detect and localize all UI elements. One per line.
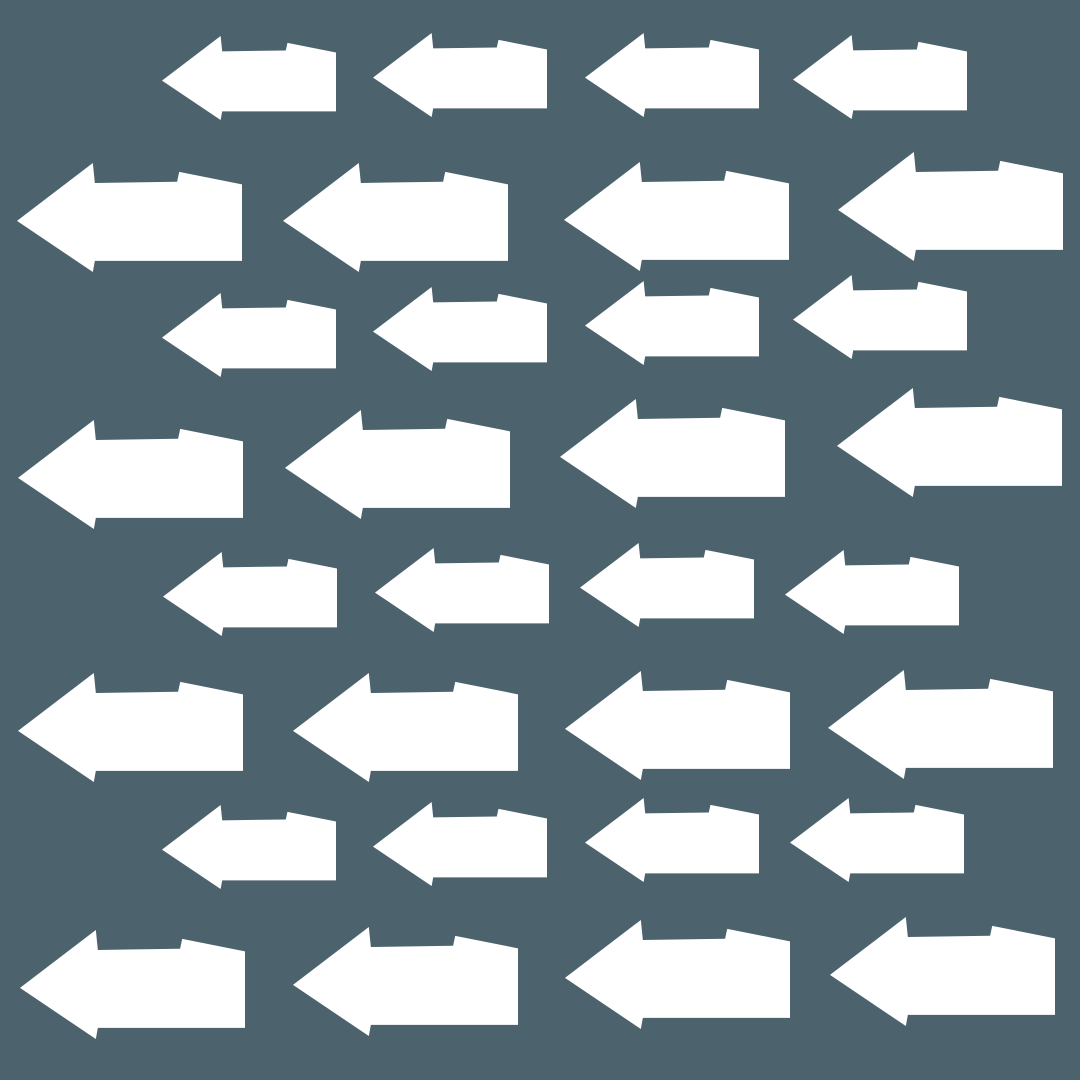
left-arrow-icon	[560, 399, 785, 508]
left-arrow-icon	[17, 163, 242, 272]
left-arrow-icon	[162, 805, 336, 889]
left-arrow-icon	[837, 388, 1062, 497]
left-arrow-icon	[163, 552, 337, 636]
left-arrow-icon	[785, 550, 959, 634]
left-arrow-icon	[373, 287, 547, 371]
left-arrow-icon	[828, 670, 1053, 779]
left-arrow-icon	[18, 420, 243, 529]
left-arrow-icon	[375, 548, 549, 632]
left-arrow-icon	[790, 798, 964, 882]
left-arrow-icon	[162, 293, 336, 377]
left-arrow-icon	[293, 673, 518, 782]
left-arrow-icon	[838, 152, 1063, 261]
left-arrow-icon	[793, 275, 967, 359]
left-arrow-icon	[565, 920, 790, 1029]
left-arrow-icon	[283, 163, 508, 272]
left-arrow-icon	[373, 802, 547, 886]
left-arrow-icon	[793, 35, 967, 119]
left-arrow-icon	[580, 543, 754, 627]
left-arrow-icon	[162, 36, 336, 120]
left-arrow-icon	[585, 798, 759, 882]
left-arrow-icon	[18, 673, 243, 782]
left-arrow-icon	[585, 33, 759, 117]
left-arrow-icon	[585, 281, 759, 365]
left-arrow-icon	[293, 927, 518, 1036]
left-arrow-icon	[20, 930, 245, 1039]
left-arrow-icon	[565, 671, 790, 780]
left-arrow-icon	[830, 917, 1055, 1026]
left-arrow-icon	[564, 162, 789, 271]
left-arrow-icon	[373, 33, 547, 117]
left-arrow-icon	[285, 410, 510, 519]
